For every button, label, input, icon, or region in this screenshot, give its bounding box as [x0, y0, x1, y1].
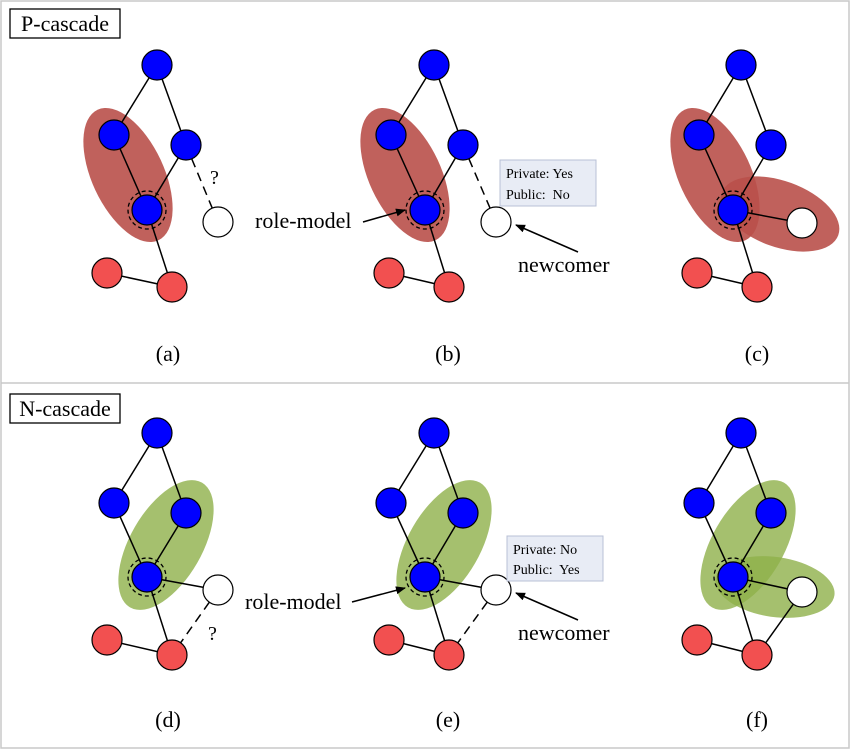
role-model-node: [717, 194, 749, 226]
role-model-label: role-model: [255, 208, 352, 233]
p-cascade-label: P-cascade: [9, 8, 121, 39]
red-node: [373, 624, 405, 656]
red-node: [91, 624, 123, 656]
role-model-node: [409, 561, 441, 593]
blue-node: [170, 497, 202, 529]
red-node: [433, 271, 465, 303]
blue-node: [141, 49, 173, 81]
red-node: [373, 257, 405, 289]
svg-text:Public: Yes: Public: Yes: [513, 563, 580, 578]
role-model-label: role-model: [245, 589, 342, 614]
question-mark: ?: [208, 623, 217, 645]
red-node: [433, 639, 465, 671]
question-mark: ?: [210, 167, 219, 189]
blue-node: [755, 129, 787, 161]
blue-node: [683, 119, 715, 151]
panel-b: Private: Yes Public: No role-model newco…: [255, 49, 610, 366]
svg-text:P-cascade: P-cascade: [21, 11, 109, 36]
role-model-ring: [713, 190, 753, 230]
svg-text:Private: No: Private: No: [513, 543, 577, 558]
role-model-ring: [713, 557, 753, 597]
blue-node: [98, 119, 130, 151]
red-node: [156, 639, 188, 671]
role-model-ring: [127, 190, 167, 230]
newcomer-node: [480, 574, 512, 606]
blue-node: [683, 487, 715, 519]
newcomer-node: [480, 206, 512, 238]
svg-text:Public: No: Public: No: [506, 188, 570, 203]
blue-node: [447, 129, 479, 161]
newcomer-node: [786, 576, 818, 608]
newcomer-label: newcomer: [518, 620, 610, 645]
blue-node: [447, 497, 479, 529]
svg-text:N-cascade: N-cascade: [19, 396, 111, 421]
panel-c: (c): [670, 49, 840, 366]
panel-a: ? (a): [83, 49, 234, 366]
panel-d: ? (d): [91, 417, 234, 732]
newcomer-node: [202, 574, 234, 606]
svg-text:Private: Yes: Private: Yes: [506, 167, 573, 182]
role-model-group-highlight: [83, 107, 173, 243]
role-model-node: [717, 561, 749, 593]
role-model-arrow: [351, 586, 406, 603]
blue-node: [755, 497, 787, 529]
blue-node: [725, 417, 757, 449]
role-model-node: [131, 561, 163, 593]
newcomer-label: newcomer: [518, 252, 610, 277]
blue-node: [375, 119, 407, 151]
red-node: [91, 257, 123, 289]
role-model-ring: [405, 190, 445, 230]
blue-node: [418, 49, 450, 81]
panel-e: Private: No Public: Yes role-model newco…: [245, 417, 610, 732]
blue-node: [725, 49, 757, 81]
newcomer-node: [786, 207, 818, 239]
role-model-node: [131, 194, 163, 226]
red-node: [156, 271, 188, 303]
red-node: [741, 639, 773, 671]
caption-c: (c): [745, 341, 769, 366]
red-node: [681, 624, 713, 656]
info-box: Private: Yes Public: No: [499, 159, 597, 207]
caption-a: (a): [156, 341, 180, 366]
role-model-group-highlight: [360, 107, 450, 243]
newcomer-arrow: [515, 592, 579, 621]
caption-e: (e): [436, 707, 460, 732]
blue-node: [141, 417, 173, 449]
caption-d: (d): [155, 707, 181, 732]
newcomer-arrow: [515, 224, 579, 253]
n-cascade-label: N-cascade: [9, 393, 121, 424]
newcomer-node: [202, 206, 234, 238]
red-node: [681, 257, 713, 289]
role-model-arrow: [362, 208, 406, 223]
blue-node: [170, 129, 202, 161]
role-model-node: [409, 194, 441, 226]
caption-f: (f): [746, 707, 768, 732]
panel-f: (f): [681, 417, 835, 732]
blue-node: [375, 487, 407, 519]
blue-node: [98, 487, 130, 519]
info-box: Private: No Public: Yes: [506, 535, 604, 582]
role-model-ring: [405, 557, 445, 597]
caption-b: (b): [435, 341, 461, 366]
role-model-ring: [127, 557, 167, 597]
red-node: [741, 271, 773, 303]
blue-node: [418, 417, 450, 449]
